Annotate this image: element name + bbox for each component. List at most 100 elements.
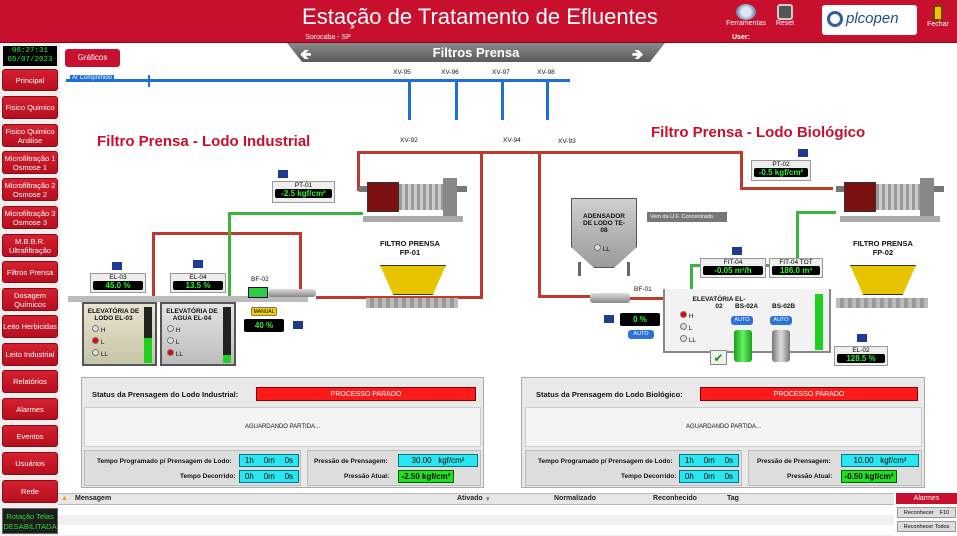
transmitter-icon — [293, 321, 303, 329]
valve-xv94[interactable]: XV-94 — [503, 137, 521, 144]
nav-item-1[interactable]: Fisico Quimico — [2, 96, 58, 119]
biologico-status-panel: Status da Prensagem do Lodo Biológico: P… — [521, 377, 925, 488]
uf-concentrate-label: Vem da U.F. Concentrado — [647, 212, 727, 222]
biologico-press-set[interactable]: 10.00 kgf/cm² — [841, 454, 919, 467]
el03-box[interactable]: EL-03 45.0 % — [90, 273, 146, 293]
header-bar — [0, 0, 957, 42]
pt01-tag: PT-01 — [294, 182, 313, 189]
el02-box[interactable]: EL-02 128.5 % — [834, 346, 888, 366]
transmitter-icon — [798, 149, 808, 157]
fit04-total-tag: FIT-04 TOT — [779, 259, 813, 266]
sort-desc-icon: ▾ — [486, 496, 490, 503]
pt02-tag: PT-02 — [772, 161, 790, 168]
tools-button[interactable]: Ferramentas — [726, 2, 766, 42]
pt02-box[interactable]: PT-02 -0.5 kgf/cm² — [751, 160, 811, 181]
bs02a-pump[interactable] — [734, 330, 752, 362]
nav-item-5[interactable]: Microfiltração 3 Osmose 3 — [2, 206, 58, 229]
reset-button[interactable]: Reset — [770, 2, 800, 42]
adensador-label: ADENSADOR DE LODO TE-08 — [583, 213, 625, 234]
graficos-button[interactable]: Gráficos — [65, 49, 120, 67]
pt01-box[interactable]: PT-01 -2.5 kgf/cm² — [272, 181, 335, 203]
adensador-level: LL — [594, 244, 610, 253]
city-label: Sorocaba - SP — [305, 34, 351, 41]
transmitter-icon — [193, 260, 203, 268]
sludge-dumpster-fp01 — [380, 265, 446, 295]
pt02-value: -0.5 kgf/cm² — [754, 168, 808, 177]
floor-fp01 — [366, 298, 458, 308]
fit04-total-box[interactable]: FIT-04 TOT 186.0 m³ — [769, 258, 823, 278]
biologico-waiting-text: AGUARDANDO PARTIDA... — [685, 424, 762, 430]
nav-item-14[interactable]: Usuários — [2, 452, 58, 475]
bf02-speed-value[interactable]: 40 % — [244, 319, 284, 332]
next-screen-arrow-icon[interactable]: 🡺 — [632, 46, 644, 62]
nav-item-15[interactable]: Rede — [2, 480, 58, 503]
bs02b-pump[interactable] — [772, 330, 790, 362]
filter-press-fp02[interactable] — [836, 178, 944, 228]
biologico-press-set-label: Pressão de Prensagem: — [757, 458, 831, 465]
el02-level-gauge — [815, 294, 823, 350]
valve-xv92[interactable]: XV-92 — [400, 137, 418, 144]
nav-item-7[interactable]: Filtros Prensa — [2, 261, 58, 283]
nav-item-11[interactable]: Relatórios — [2, 370, 58, 393]
tank-slab — [68, 296, 308, 302]
industrial-press-set[interactable]: 30.00 kgf/cm² — [398, 454, 478, 467]
fit04-tag: FIT-04 — [723, 259, 743, 266]
biologico-press-act-label: Pressão Atual: — [787, 473, 833, 480]
bf02-mode-badge[interactable]: MANUAL — [251, 307, 277, 316]
valve-xv93[interactable]: XV-93 — [558, 138, 576, 145]
nav-item-3[interactable]: Microfiltração 1 Osmose 1 — [2, 151, 58, 174]
alarm-col-acknowledged[interactable]: Reconhecido — [653, 495, 697, 502]
check-icon[interactable]: ✔ — [710, 350, 727, 365]
alarm-col-message[interactable]: Mensagem — [75, 495, 112, 502]
bs02a-mode-badge[interactable]: AUTO — [731, 316, 753, 325]
nav-item-4[interactable]: Microfiltração 2 Osmose 2 — [2, 178, 58, 201]
sludge-pipe — [357, 151, 360, 191]
fit04-box[interactable]: FIT-04 -0.05 m³/h — [700, 258, 766, 278]
valve-xv96[interactable]: XV-96 — [441, 69, 459, 76]
nav-item-0[interactable]: Principal — [2, 69, 58, 91]
tank-el04[interactable]: ELEVATÓRIA DE AGUA EL-04 — [160, 302, 236, 366]
industrial-title: Filtro Prensa - Lodo Industrial — [97, 133, 311, 150]
sludge-pipe — [538, 295, 590, 298]
bf01-mode-badge[interactable]: AUTO — [628, 330, 654, 339]
nav-item-13[interactable]: Eventos — [2, 425, 58, 447]
prev-screen-arrow-icon[interactable]: 🡸 — [300, 46, 312, 62]
rotation-status[interactable]: Rotação Telas DESABILITADA — [2, 508, 58, 534]
acknowledge-button[interactable]: Reconhecer F10 — [897, 507, 956, 518]
filter-press-fp01[interactable] — [359, 178, 467, 228]
alarm-col-activated[interactable]: Ativado — [457, 495, 483, 502]
alarm-list[interactable] — [58, 505, 894, 536]
header-divider — [0, 42, 957, 43]
nav-item-6[interactable]: M.B.B.R. Ultrafiltração — [2, 234, 58, 257]
tools-label: Ferramentas — [726, 20, 766, 27]
valve-xv95[interactable]: XV-95 — [393, 69, 411, 76]
bf01-speed-value[interactable]: 0 % — [620, 313, 660, 326]
nav-item-8[interactable]: Dosagem Químicos — [2, 288, 58, 311]
alarm-col-tag[interactable]: Tag — [727, 495, 739, 502]
bs02b-mode-badge[interactable]: AUTO — [770, 316, 792, 325]
valve-xv97[interactable]: XV-97 — [492, 69, 510, 76]
valve-pipe — [546, 82, 549, 120]
el04-box[interactable]: EL-04 13.5 % — [170, 273, 226, 293]
el02-level-bar — [815, 294, 823, 350]
exit-button[interactable]: Fechar — [920, 2, 956, 42]
nav-item-2[interactable]: Fisico Quimico Análise — [2, 124, 58, 147]
industrial-status-panel: Status da Prensagem do Lodo Industrial: … — [81, 377, 484, 488]
nav-item-12[interactable]: Alarmes — [2, 398, 58, 420]
bf01-pump[interactable] — [590, 293, 630, 303]
bf02-pump-body — [268, 289, 316, 297]
el02-value: 128.5 % — [837, 354, 885, 363]
floor-fp02 — [836, 298, 928, 308]
adensador-te08[interactable]: ADENSADOR DE LODO TE-08 — [571, 198, 637, 268]
biologico-time-prog-label: Tempo Programado p/ Prensagem de Lodo: — [538, 458, 673, 465]
valve-xv98[interactable]: XV-98 — [537, 69, 555, 76]
nav-item-10[interactable]: Leito Industrial — [2, 343, 58, 366]
alarm-col-normalized[interactable]: Normalizado — [554, 495, 597, 502]
filtrate-pipe — [228, 212, 363, 215]
bf02-pump-motor[interactable] — [248, 287, 268, 298]
nav-item-9[interactable]: Leito Herbicidas — [2, 315, 58, 338]
acknowledge-all-button[interactable]: Reconhecer Todos — [897, 521, 956, 532]
alarms-header-button[interactable]: Alarmes — [896, 493, 957, 504]
